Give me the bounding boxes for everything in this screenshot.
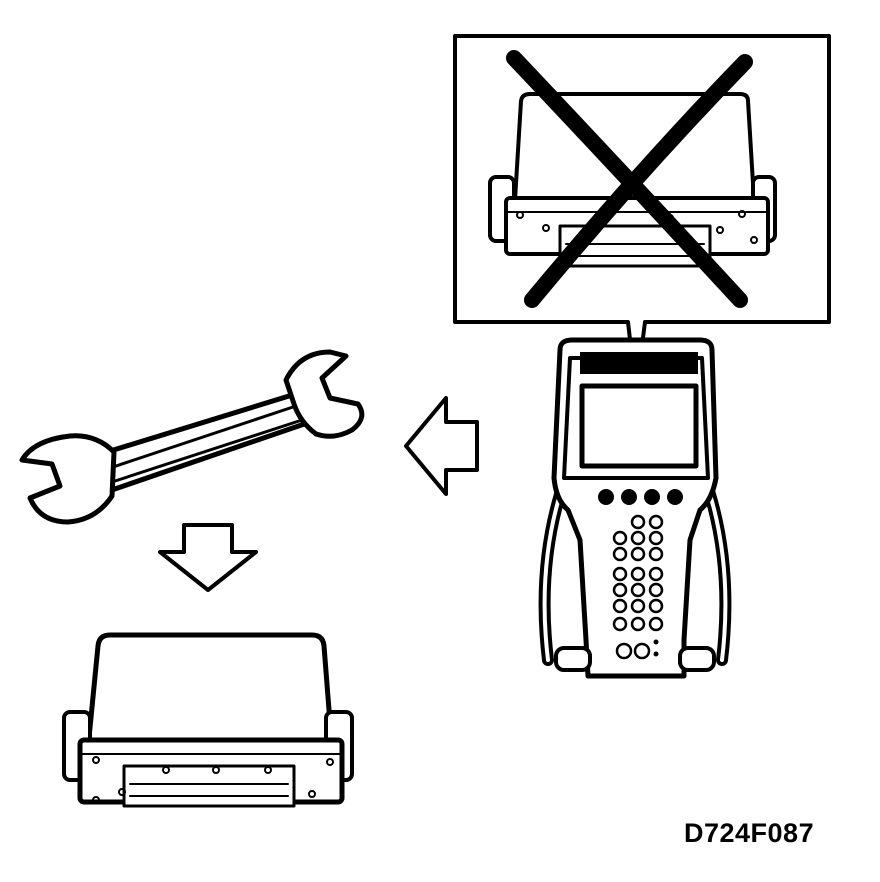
scan-tool-icon (538, 337, 732, 679)
arrow-left-icon (404, 396, 479, 496)
ecu-module-icon (62, 632, 354, 808)
wrench-icon (19, 349, 365, 525)
cross-out-icon (506, 50, 753, 308)
arrow-down-icon (158, 523, 258, 592)
figure-code: D724F087 (684, 818, 815, 848)
